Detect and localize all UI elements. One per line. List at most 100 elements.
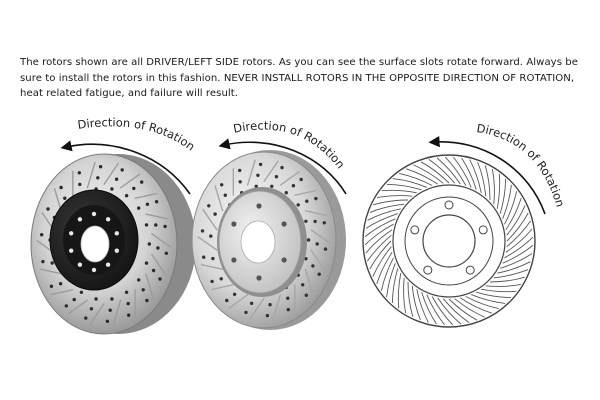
lug-hole: [69, 248, 74, 253]
drill-hole: [105, 319, 110, 323]
cooling-vane: [493, 269, 529, 279]
drill-hole: [89, 307, 94, 311]
drill-hole: [322, 221, 326, 225]
lug-hole: [281, 221, 287, 227]
drill-hole: [286, 307, 290, 312]
drill-hole: [306, 238, 311, 242]
cooling-vane: [372, 246, 392, 277]
lug-hole: [91, 211, 97, 217]
cooling-vane: [460, 297, 493, 314]
lug-hole: [69, 231, 74, 236]
surface-slot: [310, 229, 331, 244]
cooling-vane: [376, 252, 393, 285]
surface-slot: [304, 210, 328, 217]
drill-hole: [96, 176, 100, 180]
surface-slot: [228, 294, 249, 309]
cooling-vane: [465, 296, 499, 310]
drill-hole: [314, 196, 318, 201]
surface-slot: [134, 192, 158, 199]
lug-hole: [444, 200, 454, 210]
cooling-vane: [489, 276, 525, 283]
surface-slot: [103, 162, 119, 185]
lug-hole: [281, 257, 287, 263]
cooling-vane: [504, 191, 518, 225]
cooling-vane: [506, 212, 529, 242]
drill-hole: [140, 180, 144, 184]
drill-hole: [256, 173, 260, 177]
drill-hole: [154, 223, 158, 227]
cooling-vane: [373, 199, 409, 206]
drill-hole: [40, 233, 44, 237]
surface-slot: [39, 268, 63, 275]
drill-hole: [49, 284, 54, 288]
drill-hole: [79, 290, 84, 294]
drill-hole: [158, 277, 162, 281]
lug-hole: [465, 265, 475, 275]
drill-hole: [110, 297, 114, 301]
rotor-photo-1: [30, 153, 196, 335]
cooling-vane: [502, 245, 534, 264]
surface-slot: [211, 284, 234, 291]
cooling-vane: [499, 178, 507, 214]
drill-hole: [202, 255, 206, 259]
drill-hole: [311, 264, 315, 268]
lug-hole: [231, 221, 237, 227]
drill-hole: [77, 171, 82, 175]
drill-hole: [232, 292, 237, 296]
cooling-vane: [461, 157, 477, 190]
drill-hole: [46, 207, 50, 211]
drill-hole: [315, 242, 319, 246]
lug-hole: [231, 257, 237, 263]
drill-hole: [137, 278, 141, 282]
cooling-vane: [431, 296, 454, 326]
cooling-vane: [477, 161, 487, 197]
lug-hole: [105, 217, 111, 222]
drill-hole: [286, 296, 290, 300]
cooling-vane: [426, 294, 445, 326]
lug-hole: [77, 262, 83, 267]
drill-hole: [238, 168, 242, 173]
surface-slot: [50, 289, 74, 296]
cooling-vane: [500, 253, 533, 269]
cooling-vane: [403, 277, 407, 313]
drill-hole: [156, 246, 160, 250]
drill-hole: [124, 290, 129, 294]
cooling-vane: [505, 228, 533, 253]
drill-hole: [127, 313, 131, 317]
cooling-vane: [421, 292, 437, 325]
drill-hole: [84, 316, 88, 320]
surface-slot: [119, 173, 141, 189]
drill-hole: [299, 177, 303, 182]
drill-hole: [163, 224, 167, 229]
drill-hole: [258, 162, 263, 167]
surface-slot: [112, 299, 122, 327]
surface-slot: [202, 208, 218, 231]
drill-hole: [144, 261, 149, 265]
drill-hole: [94, 297, 98, 301]
cooling-vane: [497, 261, 531, 274]
cooling-vane: [436, 157, 461, 185]
cooling-vane: [444, 156, 467, 186]
drill-hole: [145, 202, 150, 206]
cooling-vane: [504, 236, 534, 259]
drill-hole: [313, 219, 317, 224]
cooling-vane: [491, 169, 495, 205]
cooling-vane: [405, 168, 438, 185]
surface-slot: [246, 159, 256, 186]
drill-hole: [210, 279, 214, 284]
drill-hole: [323, 247, 328, 251]
drill-hole: [200, 229, 205, 233]
drill-hole: [211, 256, 215, 261]
cooling-vane: [481, 288, 517, 293]
surface-slot: [294, 189, 317, 196]
drill-hole: [265, 313, 270, 318]
cooling-vane: [428, 159, 456, 184]
cooling-vane: [411, 285, 421, 321]
cooling-vane: [391, 268, 399, 304]
cooling-vane: [454, 298, 485, 318]
lug-hole: [114, 231, 120, 236]
drill-hole: [270, 184, 274, 188]
cooling-vane: [485, 283, 521, 287]
drill-hole: [207, 204, 211, 208]
